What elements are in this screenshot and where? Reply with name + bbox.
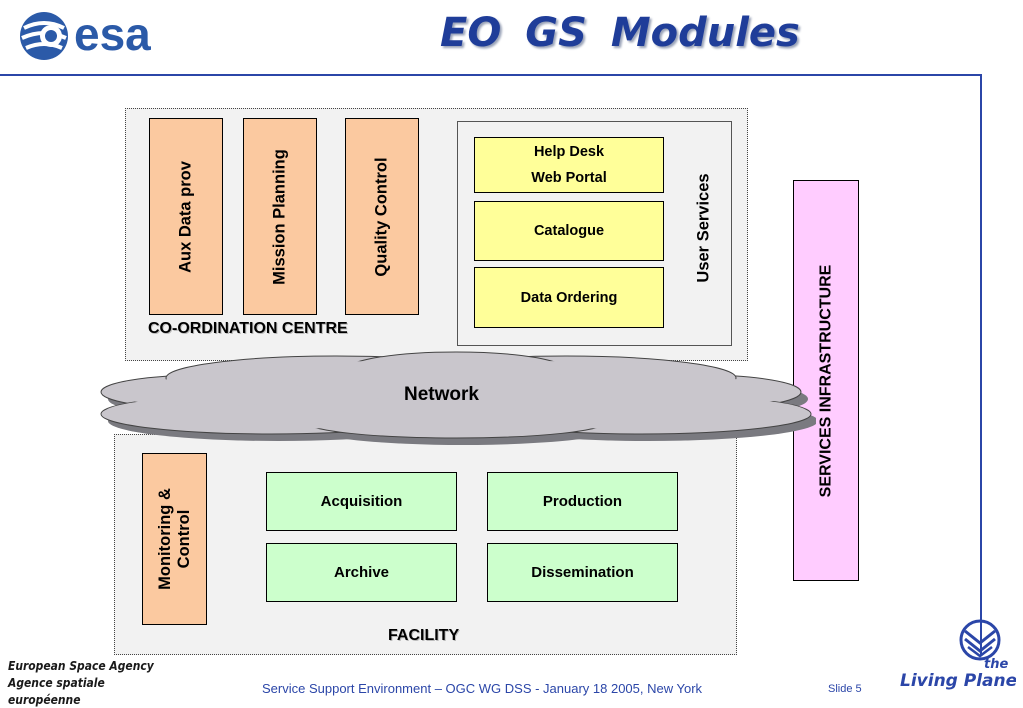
network-label: Network xyxy=(404,384,479,405)
user-service-data-ordering-label: Data Ordering xyxy=(520,289,618,306)
user-service-helpdesk-webportal: Help Desk Web Portal xyxy=(474,137,664,193)
agency-name-fr: Agence spatiale européenne xyxy=(8,675,105,707)
agency-name: European Space Agency Agence spatiale eu… xyxy=(8,657,159,707)
user-service-helpdesk-label: Help Desk xyxy=(533,144,605,160)
user-service-catalogue-label: Catalogue xyxy=(533,223,605,239)
services-infrastructure-label: SERVICES INFRASTRUCTURE xyxy=(817,264,835,497)
module-aux-data-prov-label: Aux Data prov xyxy=(176,160,195,273)
network-cloud: Network xyxy=(96,348,818,448)
user-service-webportal-label: Web Portal xyxy=(531,170,607,186)
monitoring-control-label: Monitoring & Control xyxy=(156,488,194,590)
user-services-label: User Services xyxy=(694,173,713,283)
slide-number: Slide 5 xyxy=(828,683,862,695)
facility-archive: Archive xyxy=(266,543,457,602)
monitoring-control-line2: Control xyxy=(174,509,193,569)
esa-logo-text: esa xyxy=(74,8,151,60)
living-planet-text: Living Planet xyxy=(900,671,1016,691)
module-quality-control: Quality Control xyxy=(345,118,419,315)
slide-number-value: 5 xyxy=(855,683,862,695)
content-frame xyxy=(0,74,982,656)
esa-logo: esa xyxy=(10,6,200,64)
facility-archive-label: Archive xyxy=(333,564,390,581)
user-service-data-ordering: Data Ordering xyxy=(474,267,664,328)
page-title: EO GS Modules xyxy=(440,10,800,56)
facility-acquisition: Acquisition xyxy=(266,472,457,531)
user-service-catalogue: Catalogue xyxy=(474,201,664,261)
facility-dissemination: Dissemination xyxy=(487,543,678,602)
living-planet-emblem-icon xyxy=(959,619,1001,661)
facility-dissemination-label: Dissemination xyxy=(531,564,634,581)
module-mission-planning-label: Mission Planning xyxy=(270,148,289,285)
module-aux-data-prov: Aux Data prov xyxy=(149,118,223,315)
facility-label: FACILITY xyxy=(388,627,460,644)
facility-production-label: Production xyxy=(542,493,623,510)
living-planet-the: the xyxy=(984,657,1008,672)
facility-acquisition-label: Acquisition xyxy=(320,493,403,510)
user-services-label-box: User Services xyxy=(684,130,724,326)
module-mission-planning: Mission Planning xyxy=(243,118,317,315)
coordination-centre-label: CO-ORDINATION CENTRE xyxy=(148,320,348,337)
module-monitoring-control: Monitoring & Control xyxy=(142,453,207,625)
monitoring-control-line1: Monitoring & xyxy=(155,488,174,590)
module-quality-control-label: Quality Control xyxy=(372,156,391,277)
services-infrastructure-box: SERVICES INFRASTRUCTURE xyxy=(793,180,859,581)
facility-production: Production xyxy=(487,472,678,531)
footer-text: Service Support Environment – OGC WG DSS… xyxy=(262,681,703,696)
agency-name-en: European Space Agency xyxy=(8,658,154,673)
living-planet-logo: the Living Planet xyxy=(898,618,1023,698)
slide-label: Slide xyxy=(828,683,853,695)
